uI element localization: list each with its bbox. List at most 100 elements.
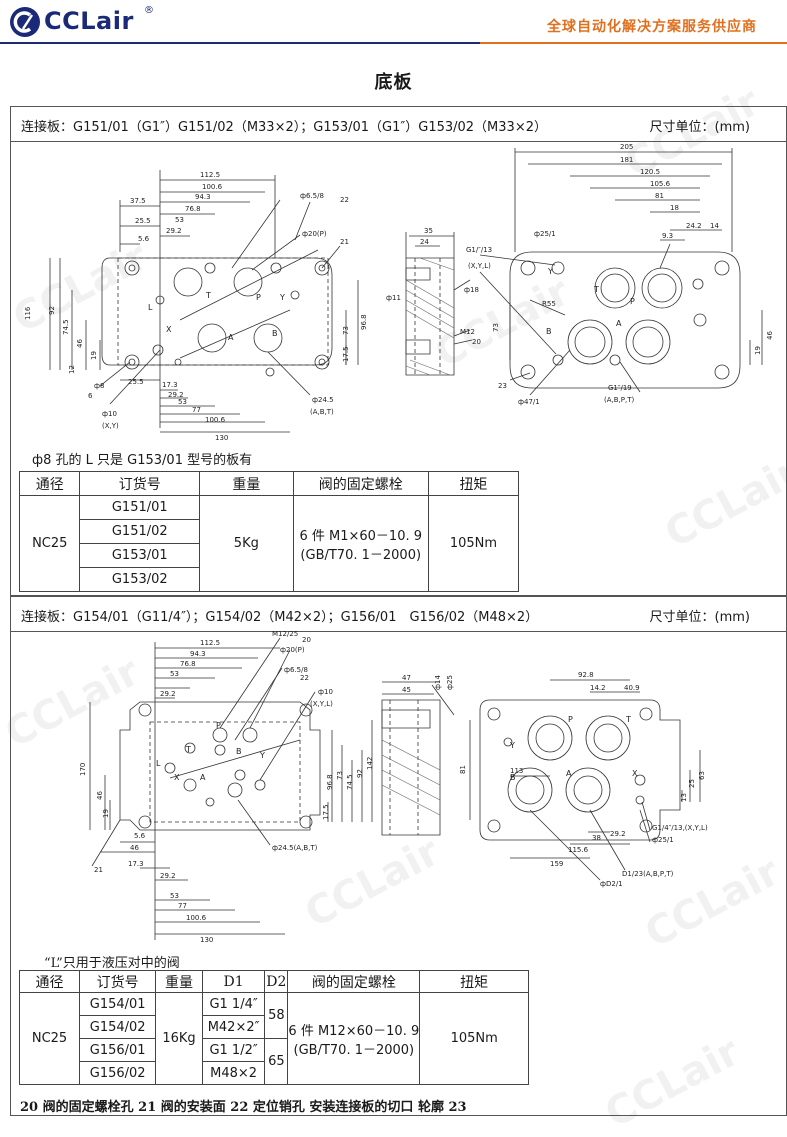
bolt-standard: (GB/T70. 1－2000) [293,1042,415,1058]
section-1-drawing: 112.5 100.6 94.3 76.8 53 37.5 25.5 29.2 … [24,143,774,442]
dim-label: 53 [170,670,179,678]
port-label: A [200,773,206,782]
col-header: 重量 [155,970,203,993]
callout-label: 22 [300,674,309,682]
callout-label: R55 [542,300,556,308]
dim-label: 73 [492,323,500,332]
dim-label: 53 [175,216,184,224]
dim-label: 77 [192,406,201,414]
callout-label: M12 [460,328,475,336]
callout-label: G1″/19 [608,384,632,392]
dim-label: 13 [680,793,688,802]
callout-label: 21 [94,866,103,874]
dim-label: 12 [68,365,76,374]
section-2-note: “L”只用于液压对中的阀 [44,956,180,971]
dim-label: 40.9 [624,684,640,692]
callout-label: 20 [302,636,311,644]
header-divider [0,42,787,44]
col-header: 订货号 [79,970,157,993]
port-label: Y [259,751,265,760]
callout-label: ф11 [386,294,401,302]
dim-label: 18 [670,204,679,212]
dim-label: 74.5 [62,319,70,335]
dim-label: 53 [178,398,187,406]
dim-label: 113 [510,767,523,775]
weight-cell: 16Kg [155,992,203,1085]
section-1-header: 连接板：G151/01（G1″）G151/02（M33×2）；G153/01（G… [11,107,786,142]
callout-label: 6 [88,392,93,400]
dim-label: 81 [459,765,467,774]
dim-label: 105.6 [650,180,671,188]
brand-logo: CCLair ® [10,5,170,47]
col-header: 阀的固定螺栓 [287,970,421,993]
port-label: T [625,715,631,724]
dim-label: 19 [754,346,762,355]
port-label: A [228,333,234,342]
port-label: P [216,721,221,730]
dim-label: 112.5 [200,639,220,647]
col-header: D1 [201,970,266,993]
dim-label: 29.2 [160,690,176,698]
port-label: A [616,319,622,328]
section-1-title: 连接板：G151/01（G1″）G151/02（M33×2）；G153/01（G… [21,120,547,135]
dim-label: 116 [24,306,32,320]
plate-outline-side [381,699,441,836]
torque-cell: 105Nm [427,495,520,592]
dim-label: 38 [592,834,601,842]
plate-outline-front [119,701,321,831]
dim-label: 17.5 [342,346,350,362]
dim-label: 74.5 [346,774,354,790]
bolt-spec: 6 件 M12×60－10. 9 [288,1023,420,1039]
size-cell: NC25 [18,992,81,1085]
dim-label: 29.2 [166,227,182,235]
weight-cell: 5Kg [199,495,294,592]
callout-label: ф25 [446,675,454,690]
port-label: Y [509,741,515,750]
d1-cell: M48×2 [201,1061,266,1085]
dim-label: 46 [96,791,104,800]
dim-label: 112.5 [200,171,220,179]
dim-label: 120.5 [640,168,660,176]
order-number-cell: G156/02 [79,1061,157,1085]
callout-label: 22 [340,196,349,204]
section-1-spec-table: 通径 订货号 重量 阀的固定螺栓 扭矩 NC25 G151/01 5Kg 6 件… [18,471,520,592]
port-label: P [630,297,635,306]
dim-label: 46 [76,339,84,348]
bolt-spec: 6 件 M1×60－10. 9 [299,528,423,544]
dim-label: 24.2 [686,222,702,230]
callout-label: (X,Y,L) [310,700,333,708]
dim-label: 130 [215,434,228,442]
callout-label: G1/4″/13,(X,Y,L) [652,824,708,832]
dim-label: 37.5 [130,197,146,205]
section-1-frame: 连接板：G151/01（G1″）G151/02（M33×2）；G153/01（G… [10,106,787,596]
order-number-cell: G151/01 [79,495,201,520]
dim-label: 25.5 [128,378,144,386]
dim-label: 5.6 [138,235,150,243]
col-header: 订货号 [79,471,201,496]
order-number-cell: G154/02 [79,1015,157,1039]
dim-label: 92.8 [578,671,594,679]
port-label: Y [547,267,553,276]
section-2-header: 连接板：G154/01（G11/4″）；G154/02（M42×2）；G156/… [11,597,786,632]
dim-label: 19 [102,809,110,818]
bolt-standard: (GB/T70. 1－2000) [300,547,422,563]
registered-mark: ® [144,5,154,16]
dim-label: 14 [710,222,719,230]
port-label: L [156,759,161,768]
port-label: P [568,715,573,724]
size-cell: NC25 [18,495,81,592]
dim-label: 73 [342,326,350,335]
dim-label: 142 [366,757,374,770]
plate-outline-back [479,699,681,841]
port-label: X [174,773,180,782]
plate-outline-back [509,251,741,389]
dim-label: 63 [698,771,706,780]
d1-cell: M42×2″ [201,1015,266,1039]
dim-label: 46 [766,331,774,340]
port-label: B [510,773,516,782]
dim-label: 25.5 [135,217,151,225]
dim-label: 17.3 [128,860,144,868]
dim-label: 115.6 [568,846,589,854]
dim-label: 29.2 [168,391,184,399]
callout-label: ф10 [318,688,333,696]
